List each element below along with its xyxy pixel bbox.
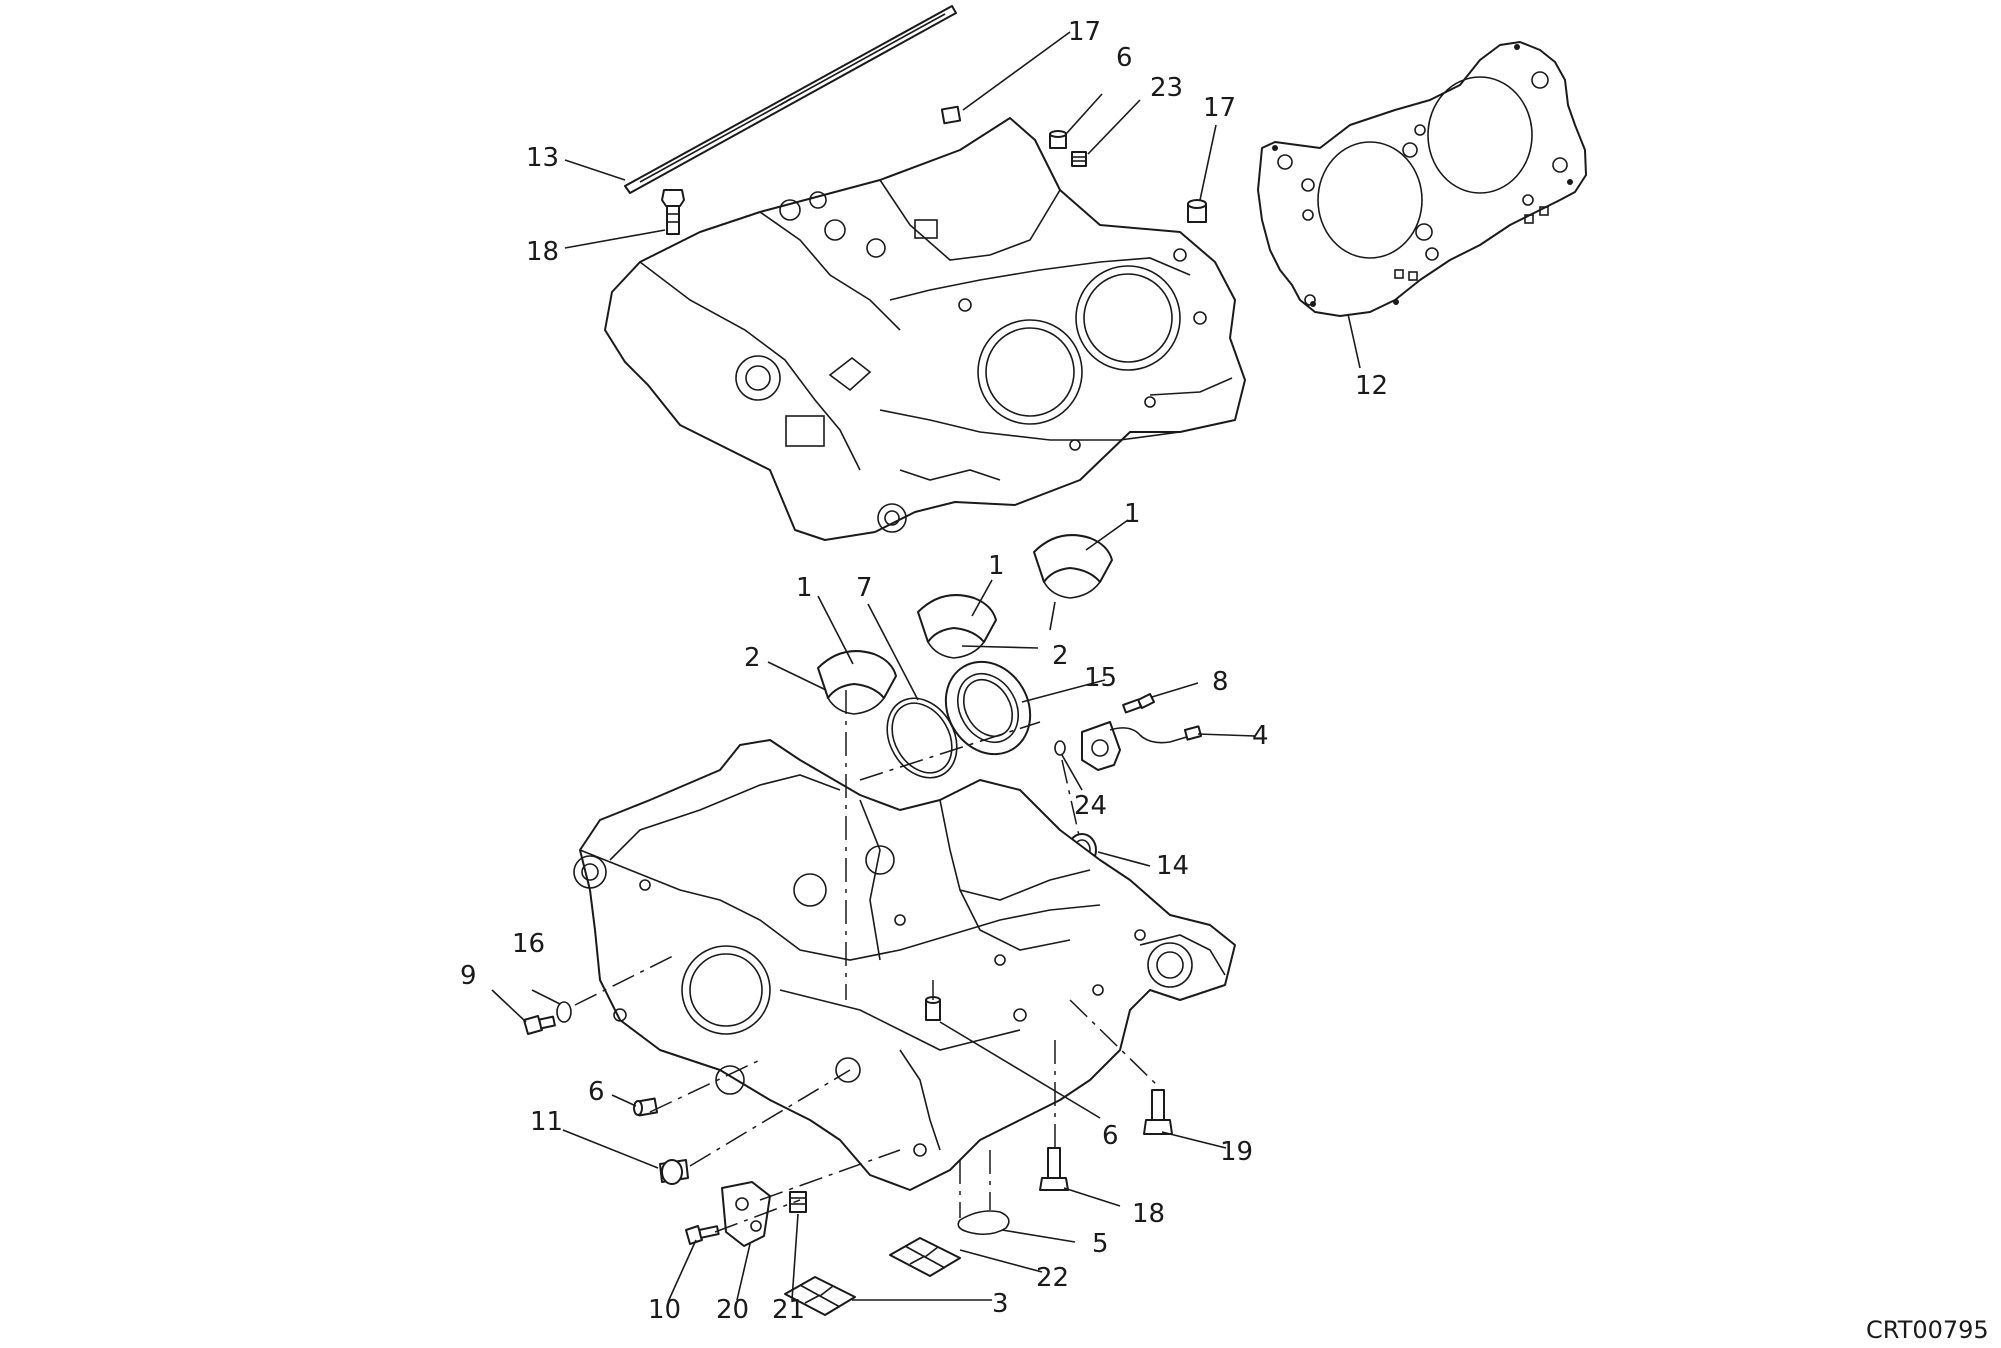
oil-seal [944,660,1032,756]
bearing-shell-1 [1033,534,1113,599]
callout-1-right: 1 [1124,499,1141,529]
lower-crankcase-half [573,739,1236,1191]
bracket [721,1181,771,1247]
bush [1187,199,1207,223]
callout-18-top: 18 [526,237,559,267]
small-block [940,105,962,125]
upper-crankcase-half [604,117,1246,541]
oring-22 [957,1210,1010,1236]
callout-1-centre: 1 [988,551,1005,581]
callout-23: 23 [1150,73,1183,103]
dowel-left [633,1097,659,1117]
screw-upper [661,189,685,235]
callout-22: 22 [1036,1263,1069,1293]
seal-strip [624,5,957,194]
strainer-lower [784,1276,856,1316]
callout-15: 15 [1084,663,1117,693]
callout-3: 3 [992,1289,1009,1319]
callout-16: 16 [512,929,545,959]
callout-20: 20 [716,1295,749,1325]
bearing-shell-3 [817,650,897,715]
callout-24: 24 [1074,791,1107,821]
callout-numbers: 17 6 23 17 13 18 12 1 1 1 7 2 2 15 8 4 2… [460,17,1388,1325]
threaded-insert [789,1191,807,1213]
sensor-screw [1122,693,1155,714]
callout-6-left: 6 [588,1077,605,1107]
strainer-upper [889,1237,961,1277]
callout-13: 13 [526,143,559,173]
callout-6-centre: 6 [1102,1121,1119,1151]
plug-11 [659,1159,689,1185]
callout-2-right: 2 [1052,641,1069,671]
callout-10: 10 [648,1295,681,1325]
callout-11: 11 [530,1107,563,1137]
stud [1071,151,1087,167]
callout-1-left: 1 [796,573,813,603]
callout-5: 5 [1092,1229,1109,1259]
bearing-shell-2 [917,594,997,659]
callout-19: 19 [1220,1137,1253,1167]
callout-4: 4 [1252,721,1269,751]
screw-10 [685,1225,720,1245]
callout-2-left: 2 [744,643,761,673]
o-ring [1054,740,1066,756]
dowel-upper [1049,130,1067,149]
head-gasket [1257,41,1587,317]
callout-17-top: 17 [1068,17,1101,47]
callout-8: 8 [1212,667,1229,697]
callout-9: 9 [460,961,477,991]
callout-7: 7 [856,573,873,603]
sensor [1081,721,1203,771]
screw-9 [523,1015,556,1035]
leader-lines [491,31,1361,1303]
callout-14: 14 [1156,851,1189,881]
screw-18-lower [1039,1147,1069,1191]
sealing-washer [556,1001,572,1023]
callout-12: 12 [1355,371,1388,401]
dowel-centre [925,996,941,1021]
callout-18-bottom: 18 [1132,1199,1165,1229]
centre-lines [574,690,1159,1233]
callout-17-right: 17 [1203,93,1236,123]
screw-19 [1143,1089,1173,1135]
drawing-code: CRT00795 [1866,1316,1989,1344]
callout-6-top: 6 [1116,43,1133,73]
callout-21: 21 [772,1295,805,1325]
